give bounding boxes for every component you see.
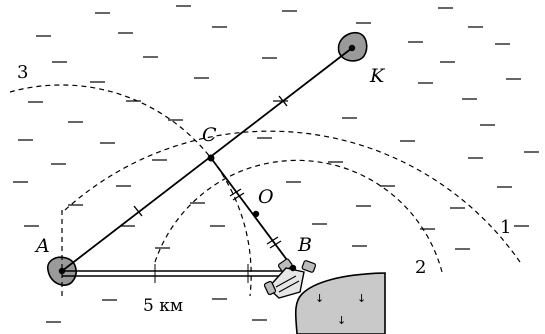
point-k-marker [348, 44, 356, 52]
arc-1 [64, 130, 521, 263]
tick-ob [266, 236, 282, 249]
point-a-marker [58, 267, 66, 275]
land-marker: ↓ [315, 292, 324, 305]
segment-ab [62, 264, 293, 283]
land-markers: ↓ ↓ ↓ [315, 292, 366, 327]
label-c: C [202, 124, 217, 146]
land-marker: ↓ [357, 292, 366, 305]
land-marker: ↓ [337, 314, 346, 327]
label-b: B [297, 234, 312, 256]
point-o-marker [252, 210, 260, 218]
tick-co [229, 188, 245, 201]
coastline [294, 272, 386, 334]
ship-icon [263, 258, 317, 299]
tick-ac [133, 205, 143, 217]
arc-label-1: 1 [500, 217, 511, 238]
segment-cb [210, 157, 294, 269]
segment-ak [61, 47, 353, 272]
label-k: K [369, 65, 386, 87]
arc-label-2: 2 [415, 257, 426, 278]
point-c-marker [207, 154, 215, 162]
point-b-marker [289, 264, 297, 272]
tick-ck [278, 95, 288, 107]
water-surface [13, 5, 539, 323]
distance-label: 5 км [143, 296, 183, 316]
label-a: A [34, 235, 50, 257]
label-o: O [258, 186, 274, 208]
arc-2 [154, 159, 443, 273]
arc-3 [9, 84, 252, 297]
arc-label-3: 3 [17, 62, 28, 83]
